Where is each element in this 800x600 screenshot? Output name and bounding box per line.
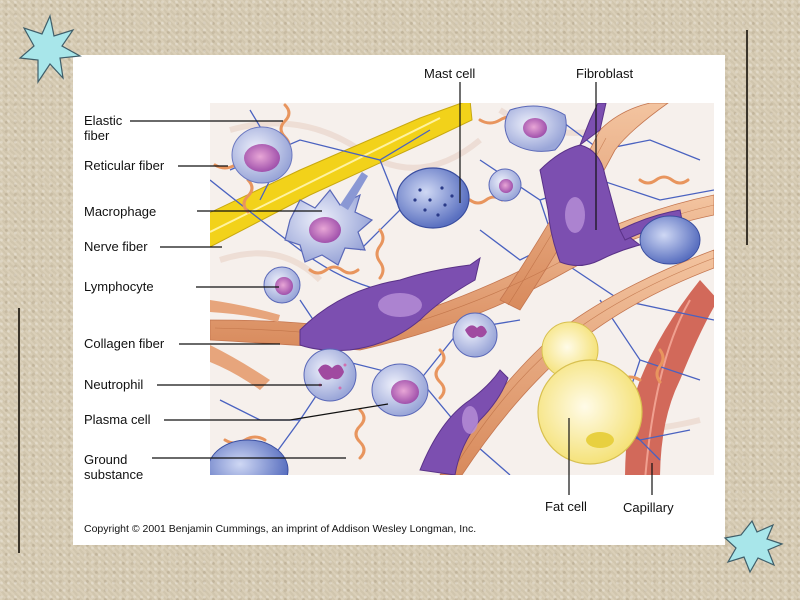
- label-nerve-fiber: Nerve fiber: [84, 239, 148, 254]
- label-collagen-fiber: Collagen fiber: [84, 336, 165, 351]
- copyright-notice: Copyright © 2001 Benjamin Cummings, an i…: [84, 523, 477, 535]
- label-macrophage: Macrophage: [84, 204, 157, 219]
- lymphocyte-shape: [263, 266, 301, 304]
- label-lymphocyte: Lymphocyte: [84, 279, 154, 294]
- label-neutrophil: Neutrophil: [84, 377, 144, 392]
- label-reticular-fiber: Reticular fiber: [84, 158, 165, 173]
- decor-line-left: [18, 308, 20, 553]
- label-plasma-cell: Plasma cell: [84, 412, 151, 427]
- label-fat-cell: Fat cell: [545, 499, 587, 514]
- neutrophil-shape: [303, 348, 357, 402]
- plasma-cell-shape: [371, 363, 429, 417]
- fat-cells: [537, 321, 643, 465]
- mast-cell-shape: [396, 167, 470, 229]
- label-fibroblast: Fibroblast: [576, 66, 634, 81]
- decor-star-top-left: [18, 14, 82, 84]
- label-ground-substance-line2: substance: [84, 467, 144, 482]
- label-elastic-fiber-line2: fiber: [84, 128, 110, 143]
- label-elastic-fiber-line1: Elastic: [84, 113, 123, 128]
- label-elastic-fiber: Elastic fiber: [84, 113, 122, 143]
- decor-line-right: [746, 30, 748, 245]
- leader-lines: [130, 82, 653, 495]
- label-ground-substance-line1: Ground: [84, 452, 128, 467]
- capillary-shape: [625, 280, 714, 475]
- label-ground-substance: Ground substance: [84, 452, 143, 482]
- label-mast-cell: Mast cell: [424, 66, 476, 81]
- label-capillary: Capillary: [623, 500, 674, 515]
- decor-star-bottom-right: [723, 519, 784, 574]
- macrophage-shape: [284, 172, 374, 266]
